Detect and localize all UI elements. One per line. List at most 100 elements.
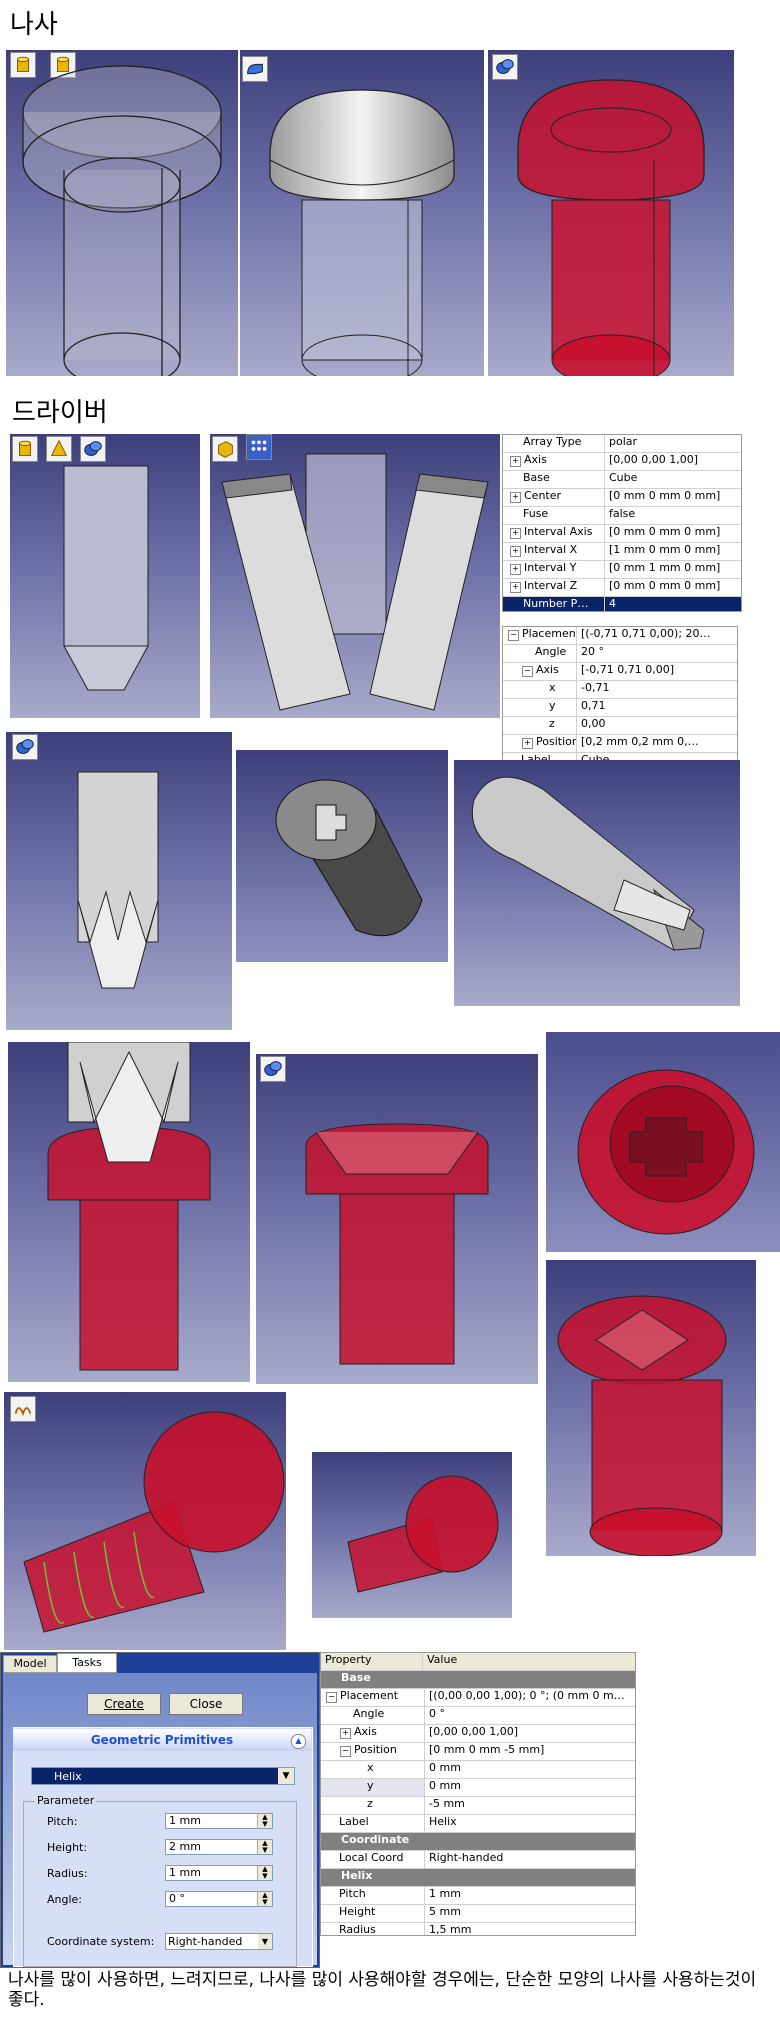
- cylinder-icon[interactable]: [50, 52, 76, 78]
- property-row[interactable]: +Interval X[1 mm 0 mm 0 mm]: [503, 543, 741, 561]
- create-button[interactable]: Create: [87, 1693, 161, 1715]
- expand-icon[interactable]: +: [510, 456, 521, 467]
- property-value[interactable]: [0 mm 1 mm 0 mm]: [609, 561, 721, 574]
- property-value[interactable]: false: [609, 507, 636, 520]
- property-row[interactable]: Number P…4: [503, 597, 741, 611]
- property-value[interactable]: [0,00 0,00 1,00]: [609, 453, 699, 466]
- property-value[interactable]: 0 mm: [429, 1761, 461, 1774]
- property-value[interactable]: [0,2 mm 0,2 mm 0,…: [581, 735, 699, 748]
- cone-icon[interactable]: [46, 436, 72, 462]
- expand-icon[interactable]: +: [510, 528, 521, 539]
- property-value[interactable]: 0,00: [581, 717, 606, 730]
- fillet-icon[interactable]: [242, 56, 268, 82]
- expand-icon[interactable]: −: [508, 630, 519, 641]
- property-value[interactable]: Cube: [609, 471, 638, 484]
- spin-arrows-icon[interactable]: ▲▼: [257, 1814, 272, 1828]
- viewport-red-screw-top[interactable]: [546, 1032, 780, 1252]
- property-value[interactable]: [0 mm 0 mm 0 mm]: [609, 579, 721, 592]
- property-value[interactable]: -5 mm: [429, 1797, 465, 1810]
- cube-icon[interactable]: [212, 436, 238, 462]
- union-icon[interactable]: [492, 54, 518, 80]
- viewport-driver-tip[interactable]: [10, 434, 200, 718]
- property-value[interactable]: 1,5 mm: [429, 1923, 472, 1936]
- property-value[interactable]: [-0,71 0,71 0,00]: [581, 663, 675, 676]
- expand-icon[interactable]: −: [522, 666, 533, 677]
- spin-arrows-icon[interactable]: ▲▼: [257, 1840, 272, 1854]
- expand-icon[interactable]: +: [510, 582, 521, 593]
- helix-icon[interactable]: [10, 1396, 36, 1422]
- property-value[interactable]: 1 mm: [429, 1887, 461, 1900]
- property-row[interactable]: z-5 mm: [321, 1797, 635, 1815]
- property-value[interactable]: [0,00 0,00 1,00]: [429, 1725, 519, 1738]
- expand-icon[interactable]: +: [522, 738, 533, 749]
- close-button[interactable]: Close: [169, 1693, 243, 1715]
- viewport-helix-threads[interactable]: [4, 1392, 286, 1650]
- property-row[interactable]: +Center[0 mm 0 mm 0 mm]: [503, 489, 741, 507]
- union-icon[interactable]: [80, 436, 106, 462]
- primitive-select[interactable]: Helix ▼: [31, 1767, 295, 1785]
- property-row[interactable]: −Axis[-0,71 0,71 0,00]: [503, 663, 737, 681]
- expand-icon[interactable]: +: [510, 492, 521, 503]
- property-value[interactable]: Right-handed: [429, 1851, 504, 1864]
- property-row[interactable]: −Placement[(-0,71 0,71 0,00); 20…: [503, 627, 737, 645]
- expand-icon[interactable]: −: [326, 1692, 337, 1703]
- spin-arrows-icon[interactable]: ▲▼: [257, 1866, 272, 1880]
- coordinate-system-select[interactable]: Right-handed ▼: [165, 1933, 273, 1950]
- viewport-red-driver-insert[interactable]: [8, 1042, 250, 1382]
- tab-model[interactable]: Model: [3, 1655, 57, 1673]
- property-value[interactable]: 0 mm: [429, 1779, 461, 1792]
- expand-icon[interactable]: +: [510, 546, 521, 557]
- property-value[interactable]: polar: [609, 435, 638, 448]
- expand-icon[interactable]: −: [340, 1746, 351, 1757]
- viewport-red-screw-cross[interactable]: [256, 1054, 538, 1384]
- field-spinbox[interactable]: 1 mm▲▼: [165, 1865, 273, 1881]
- property-value[interactable]: [(0,00 0,00 1,00); 0 °; (0 mm 0 m…: [429, 1689, 625, 1702]
- property-value[interactable]: 5 mm: [429, 1905, 461, 1918]
- viewport-driver-phillips[interactable]: [6, 732, 232, 1030]
- property-row[interactable]: +Interval Y[0 mm 1 mm 0 mm]: [503, 561, 741, 579]
- viewport-helix-small[interactable]: [312, 1452, 512, 1618]
- property-value[interactable]: 4: [609, 597, 616, 610]
- property-value[interactable]: 0,71: [581, 699, 606, 712]
- spin-arrows-icon[interactable]: ▲▼: [257, 1892, 272, 1906]
- array-icon[interactable]: [246, 434, 272, 460]
- cylinder-icon[interactable]: [12, 436, 38, 462]
- property-value[interactable]: [0 mm 0 mm 0 mm]: [609, 525, 721, 538]
- expand-icon[interactable]: +: [340, 1728, 351, 1739]
- property-row[interactable]: +Position[0,2 mm 0,2 mm 0,…: [503, 735, 737, 753]
- cylinder-icon[interactable]: [10, 52, 36, 78]
- expand-icon[interactable]: +: [510, 564, 521, 575]
- viewport-red-screw-slanted[interactable]: [546, 1260, 756, 1556]
- viewport-driver-iso-dark[interactable]: [236, 750, 448, 962]
- union-icon[interactable]: [260, 1056, 286, 1082]
- property-value[interactable]: -0,71: [581, 681, 610, 694]
- property-row[interactable]: +Axis[0,00 0,00 1,00]: [503, 453, 741, 471]
- chevron-down-icon[interactable]: ▼: [258, 1934, 272, 1949]
- viewport-driver-array[interactable]: [210, 434, 500, 718]
- viewport-screw-red[interactable]: [488, 50, 734, 376]
- collapse-icon[interactable]: ▲: [291, 1734, 306, 1749]
- property-value[interactable]: Helix: [429, 1815, 457, 1828]
- property-value[interactable]: [1 mm 0 mm 0 mm]: [609, 543, 721, 556]
- property-value[interactable]: [0 mm 0 mm 0 mm]: [609, 489, 721, 502]
- property-row[interactable]: −Position[0 mm 0 mm -5 mm]: [321, 1743, 635, 1761]
- viewport-screw-shaded[interactable]: [240, 50, 484, 376]
- property-value[interactable]: [(-0,71 0,71 0,00); 20…: [581, 627, 711, 640]
- viewport-driver-iso-light[interactable]: [454, 760, 740, 1006]
- field-spinbox[interactable]: 2 mm▲▼: [165, 1839, 273, 1855]
- field-spinbox[interactable]: 0 °▲▼: [165, 1891, 273, 1907]
